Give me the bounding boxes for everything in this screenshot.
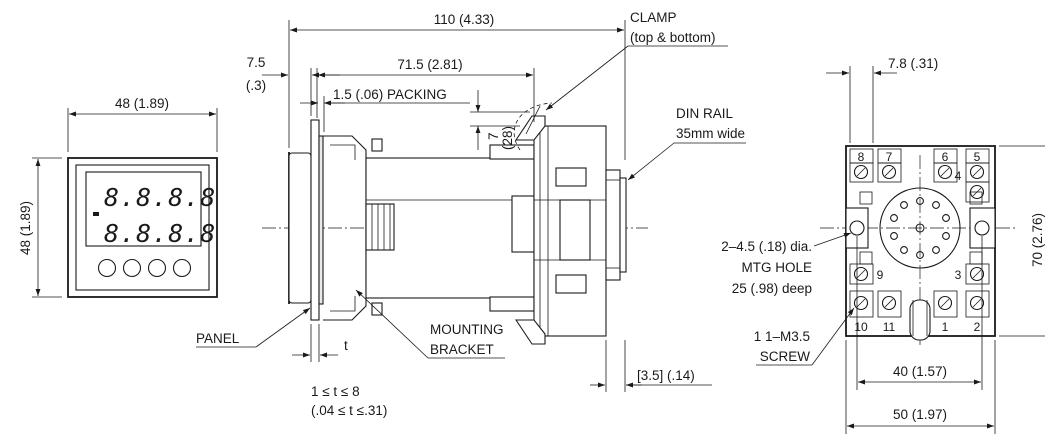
thickness-symbol: t xyxy=(344,338,348,353)
screw-icon xyxy=(853,266,869,282)
svg-text:8: 8 xyxy=(858,150,865,164)
front-key-icon xyxy=(122,258,142,278)
clamp-sublabel: (top & bottom) xyxy=(630,30,716,45)
mtg-hole-label-1: 2–4.5 (.18) dia. xyxy=(721,239,812,254)
svg-text:10: 10 xyxy=(854,320,868,334)
mtg-hole-left xyxy=(849,220,865,236)
front-key-icon xyxy=(97,258,117,278)
front-view: 8.8.8.8 8.8.8.8 48 (1.89) 48 (1.89) xyxy=(18,96,218,298)
terminal-6: 6 xyxy=(933,148,958,183)
panel xyxy=(310,119,320,321)
din-rail xyxy=(605,169,621,281)
terminal-pitch-dim: 7.8 (.31) xyxy=(888,56,938,71)
svg-text:6: 6 xyxy=(942,150,949,164)
front-key-icon xyxy=(147,258,167,278)
mtg-hole-label-3: 25 (.98) deep xyxy=(732,281,812,296)
body-length-dim: 71.5 (2.81) xyxy=(397,57,462,72)
rail-offset-dim: [3.5] (.14) xyxy=(637,368,695,383)
screw-icon xyxy=(969,295,985,311)
terminal-9: 9 xyxy=(849,263,884,285)
clamp-top xyxy=(514,115,546,141)
front-inner-frame xyxy=(75,164,210,291)
hole-spacing-dim: 40 (1.57) xyxy=(893,364,947,379)
overall-length-dim: 110 (4.33) xyxy=(434,12,495,27)
lcd-top-row: 8.8.8.8 xyxy=(104,183,216,212)
terminal-11: 11 xyxy=(877,290,902,334)
thickness-range-in: (.04 ≤ t ≤.31) xyxy=(311,403,387,418)
front-width-dim: 48 (1.89) xyxy=(115,96,169,111)
bracket-label: BRACKET xyxy=(430,342,494,357)
clamp-height-dim-in: (28) xyxy=(500,126,515,150)
screw-icon xyxy=(853,164,869,180)
side-view: 110 (4.33) 7.5 (.3) 71.5 (2.81) 1.5 (.06… xyxy=(196,10,746,418)
screw-icon xyxy=(937,164,953,180)
bezel-dim-in: (.3) xyxy=(246,78,266,93)
lcd-window xyxy=(85,171,202,247)
bezel-dim-mm: 7.5 xyxy=(247,55,266,70)
svg-text:7: 7 xyxy=(886,150,893,164)
thickness-range: 1 ≤ t ≤ 8 xyxy=(311,384,360,399)
screw-label-2: SCREW xyxy=(760,349,811,364)
terminal-1: 1 xyxy=(933,290,958,334)
clamp-height-dim: 7 xyxy=(486,132,501,140)
din-rail-width: 35mm wide xyxy=(676,126,745,141)
clamp-label: CLAMP xyxy=(630,10,677,25)
svg-text:2: 2 xyxy=(974,320,981,334)
terminal-4: 4 xyxy=(955,169,962,183)
socket-center-boss xyxy=(879,187,961,269)
terminal-2: 2 xyxy=(965,290,990,334)
packing-label: 1.5 (.06) PACKING xyxy=(333,87,447,102)
mounting-label: MOUNTING xyxy=(430,322,504,337)
clamp-swing-arc xyxy=(513,102,553,151)
lcd-indicator-icon xyxy=(93,212,99,216)
panel-label: PANEL xyxy=(196,331,240,346)
clamp-bottom xyxy=(514,319,546,345)
svg-text:5: 5 xyxy=(974,150,981,164)
svg-text:1: 1 xyxy=(942,320,949,334)
svg-text:9: 9 xyxy=(877,268,884,282)
mtg-hole-label-2: MTG HOLE xyxy=(741,260,812,275)
socket-height-dim: 70 (2.76) xyxy=(1030,213,1045,267)
lcd-bottom-row: 8.8.8.8 xyxy=(104,219,216,248)
terminal-8: 8 xyxy=(849,148,874,183)
screw-icon xyxy=(937,295,953,311)
screw-label-1: 1 1–M3.5 xyxy=(754,329,810,344)
terminal-10: 10 xyxy=(849,290,874,334)
screw-icon xyxy=(969,184,985,200)
terminal-5: 5 xyxy=(965,148,990,183)
din-rail-label: DIN RAIL xyxy=(676,106,734,121)
screw-icon xyxy=(881,295,897,311)
socket-width-dim: 50 (1.97) xyxy=(893,407,947,422)
terminal-7: 7 xyxy=(877,148,902,183)
screw-icon xyxy=(853,295,869,311)
svg-text:4: 4 xyxy=(955,169,962,183)
side-bezel xyxy=(288,152,312,304)
front-key-icon xyxy=(172,258,192,278)
svg-text:11: 11 xyxy=(883,320,896,334)
mtg-hole-right xyxy=(974,220,990,236)
front-height-dim: 48 (1.89) xyxy=(18,201,33,255)
svg-text:3: 3 xyxy=(955,268,962,282)
front-bezel xyxy=(67,157,218,298)
screw-icon xyxy=(969,266,985,282)
socket-view: 8 7 6 5 4 xyxy=(721,56,1045,434)
terminal-3: 3 xyxy=(955,263,990,285)
screw-icon xyxy=(881,164,897,180)
screw-icon xyxy=(969,164,985,180)
